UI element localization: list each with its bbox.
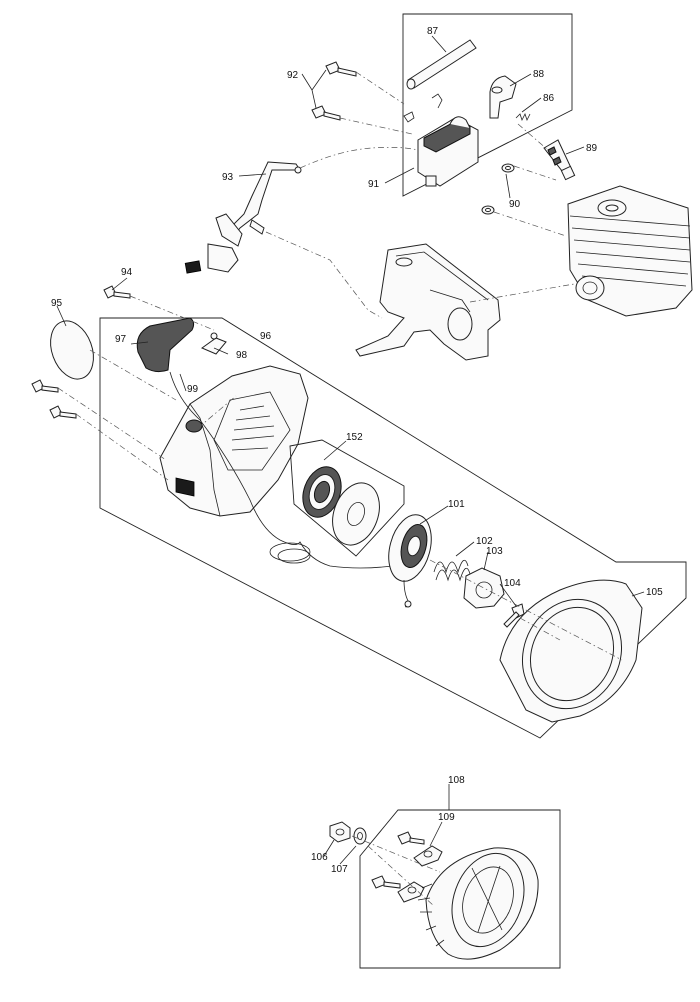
part-96-starter-housing: [159, 365, 309, 517]
label-152: 152: [346, 432, 363, 443]
label-101: 101: [448, 499, 465, 510]
label-96: 96: [260, 331, 272, 342]
label-102: 102: [476, 536, 493, 547]
part-104-screw: [503, 603, 525, 628]
label-95: 95: [51, 298, 63, 309]
part-93-throttle-linkage: [184, 161, 302, 274]
label-88: 88: [533, 69, 545, 80]
label-104: 104: [504, 578, 521, 589]
part-90-nuts: [481, 163, 515, 215]
part-102-spring: [433, 559, 471, 582]
ignition-group: [402, 13, 573, 197]
part-labels: 87 88 86 89 90 91 92 93 94 95 96 97 98 9…: [51, 26, 663, 875]
part-89-spark-plug: [543, 139, 576, 181]
part-99-rope: [169, 371, 393, 569]
part-94-screw: [103, 285, 131, 299]
label-105: 105: [646, 587, 663, 598]
part-152-recoil-spring: [302, 466, 380, 546]
ignition-group-frame: [402, 13, 573, 197]
starter-group-frame: [99, 317, 687, 739]
label-87: 87: [427, 26, 439, 37]
part-92-screws: [311, 61, 357, 121]
part-152-group-frame: [289, 439, 405, 557]
label-92: 92: [287, 70, 299, 81]
label-98: 98: [236, 350, 248, 361]
engine-cylinder: [567, 185, 693, 317]
part-106-nut: [329, 821, 351, 843]
label-109: 109: [438, 812, 455, 823]
leader-lines: [56, 35, 645, 865]
part-107-washer: [353, 827, 367, 845]
guide-lines-bottom: [351, 835, 441, 907]
part-88-spark-plug-boot: [489, 75, 517, 119]
label-99: 99: [187, 384, 199, 395]
label-107: 107: [331, 864, 348, 875]
label-108: 108: [448, 775, 465, 786]
label-93: 93: [222, 172, 234, 183]
flywheel-group-frame: [359, 809, 561, 969]
part-97-starter-handle: [136, 317, 195, 373]
part-91-ignition-coil: [417, 116, 479, 187]
label-94: 94: [121, 267, 133, 278]
guide-lines-top: [265, 71, 575, 319]
label-90: 90: [509, 199, 521, 210]
guide-lines-middle: [57, 295, 623, 661]
label-103: 103: [486, 546, 503, 557]
part-101-rope-pulley: [388, 514, 432, 608]
flywheel: [417, 847, 539, 960]
label-89: 89: [586, 143, 598, 154]
part-98-clip: [200, 337, 227, 355]
part-87-rod: [406, 39, 477, 90]
part-86-spring: [515, 112, 531, 122]
label-106: 106: [311, 852, 328, 863]
part-103-ratchet: [463, 567, 505, 609]
part-95-ring: [50, 320, 94, 380]
label-91: 91: [368, 179, 380, 190]
label-97: 97: [115, 334, 127, 345]
intake-bracket: [355, 243, 501, 361]
label-86: 86: [543, 93, 555, 104]
starter-side-screws: [31, 379, 77, 419]
part-109-pawl-set: [371, 831, 443, 903]
part-105-fan-cover: [499, 579, 643, 723]
